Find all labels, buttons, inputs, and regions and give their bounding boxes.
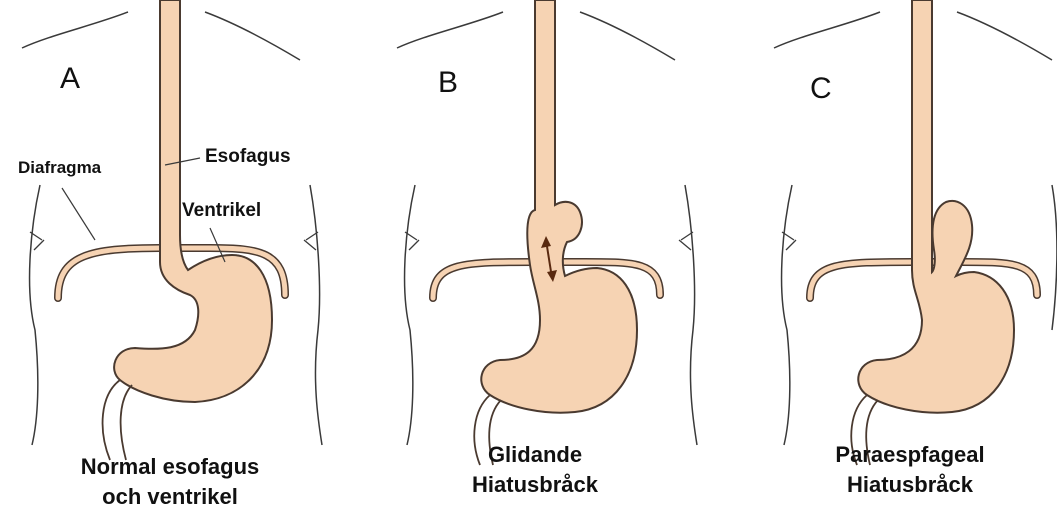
panel-c-letter: C bbox=[810, 72, 832, 106]
caption-line-1: Glidande bbox=[425, 440, 645, 470]
esophagus-and-stomach-c bbox=[858, 0, 1014, 413]
left-shoulder-line bbox=[22, 12, 128, 48]
panel-c-caption: Paraespfageal Hiatusbråck bbox=[800, 440, 1020, 500]
esofagus-label: Esofagus bbox=[205, 146, 291, 168]
esophagus-and-stomach-b bbox=[481, 0, 637, 413]
panel-b-caption: Glidande Hiatusbråck bbox=[425, 440, 645, 500]
right-shoulder-line bbox=[205, 12, 300, 60]
caption-line-1: Paraespfageal bbox=[800, 440, 1020, 470]
caption-line-2: Hiatusbråck bbox=[425, 470, 645, 500]
right-torso-line bbox=[310, 185, 322, 445]
panel-a-letter: A bbox=[60, 62, 80, 96]
left-torso-line bbox=[30, 185, 40, 445]
ventrikel-label: Ventrikel bbox=[182, 200, 261, 222]
caption-line-1: Normal esofagus bbox=[40, 452, 300, 482]
caption-line-2: Hiatusbråck bbox=[800, 470, 1020, 500]
panel-a-caption: Normal esofagus och ventrikel bbox=[40, 452, 300, 512]
panel-c bbox=[774, 0, 1057, 465]
panel-b-letter: B bbox=[438, 66, 458, 100]
diafragma-label: Diafragma bbox=[18, 158, 101, 178]
caption-line-2: och ventrikel bbox=[40, 482, 300, 512]
